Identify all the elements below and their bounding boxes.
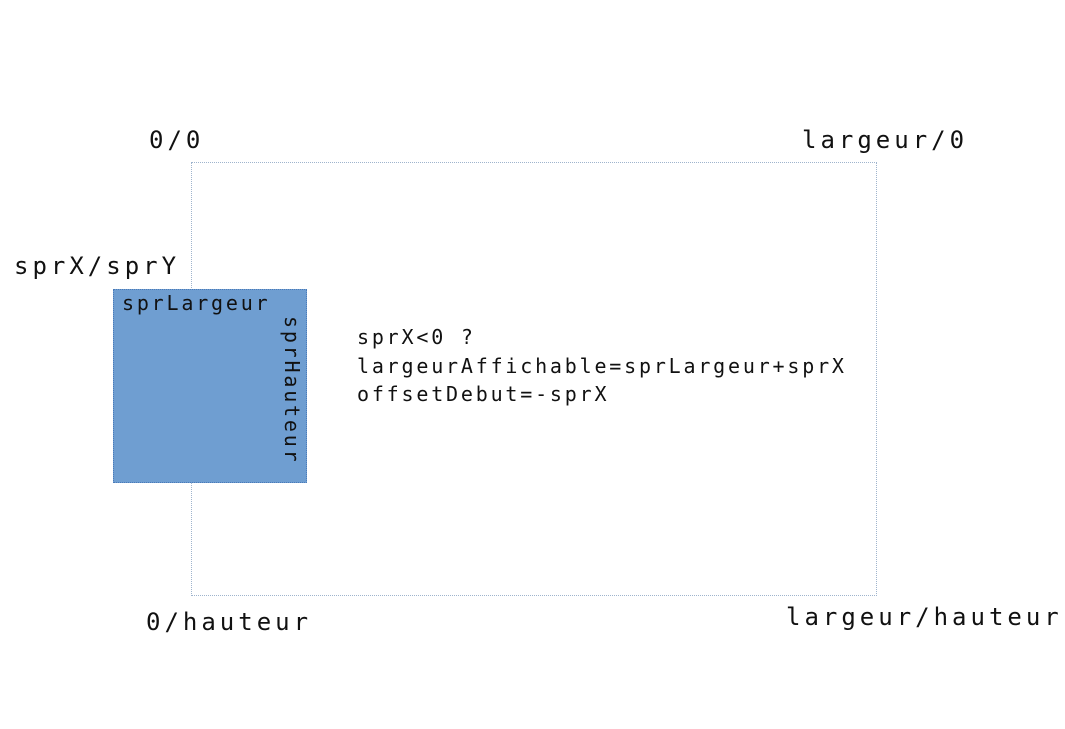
sprite-rect: sprLargeur sprHauteur <box>113 289 307 483</box>
sprite-position-label: sprX/sprY <box>14 252 181 280</box>
formula-largeur-affichable: largeurAffichable=sprLargeur+sprX <box>357 353 847 378</box>
corner-label-bottom-right: largeur/hauteur <box>786 603 1063 631</box>
sprite-height-label: sprHauteur <box>280 316 304 465</box>
clipping-formula-block: sprX<0 ? largeurAffichable=sprLargeur+sp… <box>357 323 847 409</box>
corner-label-top-right: largeur/0 <box>802 126 969 154</box>
corner-label-top-left: 0/0 <box>149 126 205 154</box>
formula-condition: sprX<0 ? <box>357 325 476 349</box>
corner-label-bottom-left: 0/hauteur <box>146 608 313 636</box>
sprite-width-label: sprLargeur <box>122 291 271 315</box>
formula-offset-debut: offsetDebut=-sprX <box>357 382 610 406</box>
